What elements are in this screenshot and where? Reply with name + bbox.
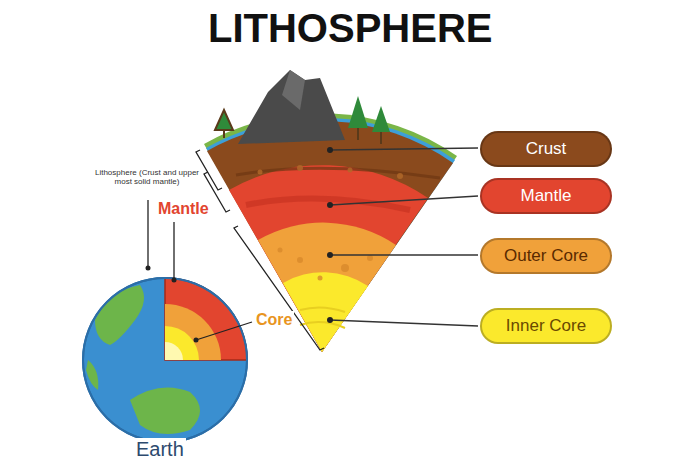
lithosphere-label: Lithosphere (Crust and upper most solid … [92, 168, 202, 186]
layer-pill: Outer Core [480, 238, 612, 274]
globe-leaders [148, 200, 252, 340]
layer-pill: Crust [480, 131, 612, 167]
layer-name: Crust [526, 139, 567, 159]
mantle-label: Mantle [156, 200, 211, 218]
mountain [215, 70, 390, 144]
earth-label: Earth [134, 438, 186, 461]
layer-pill: Mantle [480, 178, 612, 214]
core-label: Core [254, 311, 294, 329]
earth-globe [83, 278, 247, 442]
layer-name: Inner Core [506, 316, 586, 336]
layer-name: Outer Core [504, 246, 588, 266]
layer-pill: Inner Core [480, 308, 612, 344]
title: LITHOSPHERE [208, 6, 492, 51]
leader-lines [330, 148, 478, 326]
layer-name: Mantle [520, 186, 571, 206]
